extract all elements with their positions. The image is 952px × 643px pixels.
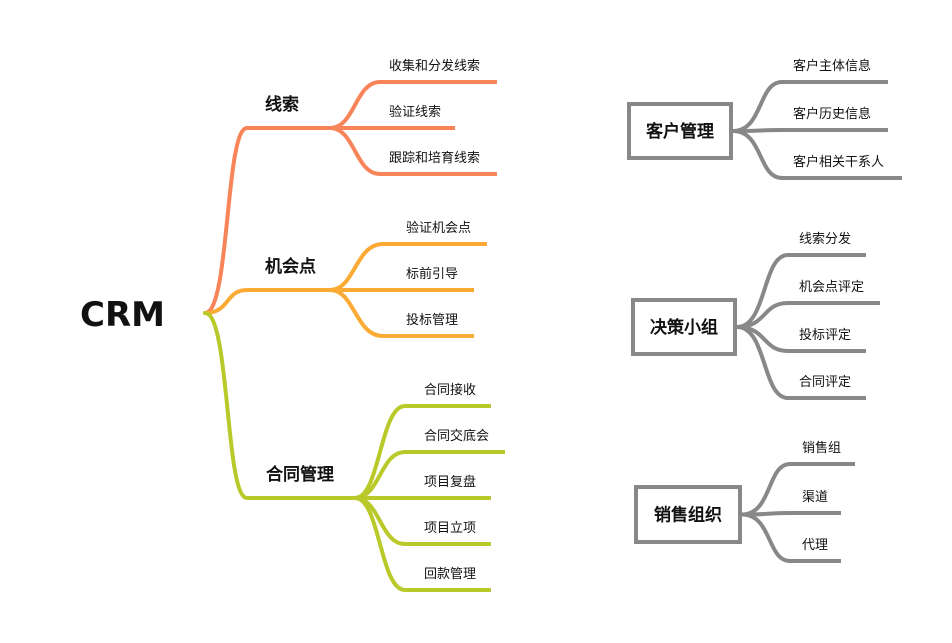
branch-label: 合同管理 bbox=[266, 464, 334, 485]
child-label: 投标管理 bbox=[406, 312, 458, 328]
child-label: 投标评定 bbox=[799, 327, 851, 343]
child-label: 销售组 bbox=[802, 440, 841, 456]
child-label: 合同交底会 bbox=[424, 428, 489, 444]
root-node-crm: CRM bbox=[80, 295, 165, 335]
child-label: 标前引导 bbox=[406, 266, 458, 282]
child-label: 项目复盘 bbox=[424, 474, 476, 490]
child-line bbox=[354, 496, 491, 592]
group-box bbox=[634, 485, 742, 544]
child-line bbox=[354, 404, 491, 500]
child-label: 合同接收 bbox=[424, 382, 476, 398]
branch-line-1 bbox=[203, 126, 342, 315]
child-line bbox=[329, 126, 497, 176]
child-label: 客户主体信息 bbox=[793, 58, 871, 74]
child-label: 回款管理 bbox=[424, 567, 476, 582]
branch-line-2 bbox=[203, 288, 342, 315]
child-label: 代理 bbox=[802, 538, 828, 553]
child-line bbox=[354, 450, 505, 500]
group-label: 销售组织 bbox=[654, 505, 722, 526]
group-box bbox=[631, 298, 737, 356]
child-line bbox=[732, 129, 902, 180]
child-line bbox=[329, 242, 487, 292]
child-label: 项目立项 bbox=[424, 521, 476, 536]
child-line bbox=[329, 288, 474, 338]
child-label: 机会点评定 bbox=[799, 280, 864, 295]
child-line bbox=[741, 462, 855, 517]
branch-label: 线索 bbox=[265, 94, 299, 115]
child-label: 验证机会点 bbox=[406, 220, 471, 236]
child-label: 收集和分发线索 bbox=[389, 58, 480, 74]
child-line bbox=[732, 80, 888, 133]
child-label: 验证线索 bbox=[389, 104, 441, 120]
child-line bbox=[329, 80, 497, 130]
child-line bbox=[741, 511, 841, 517]
child-label: 线索分发 bbox=[799, 231, 851, 247]
group-label: 客户管理 bbox=[645, 121, 714, 142]
group-box bbox=[627, 102, 733, 160]
branch-label: 机会点 bbox=[265, 256, 316, 277]
child-line bbox=[736, 325, 866, 400]
child-label: 渠道 bbox=[802, 490, 828, 505]
child-label: 合同评定 bbox=[799, 375, 851, 390]
child-label: 跟踪和培育线索 bbox=[389, 150, 480, 166]
child-label: 客户相关干系人 bbox=[793, 154, 884, 170]
child-line bbox=[741, 512, 841, 563]
child-label: 客户历史信息 bbox=[793, 106, 871, 122]
branch-line-3 bbox=[203, 311, 367, 500]
child-line bbox=[732, 128, 888, 133]
child-line bbox=[736, 253, 866, 329]
group-label: 决策小组 bbox=[650, 317, 718, 338]
